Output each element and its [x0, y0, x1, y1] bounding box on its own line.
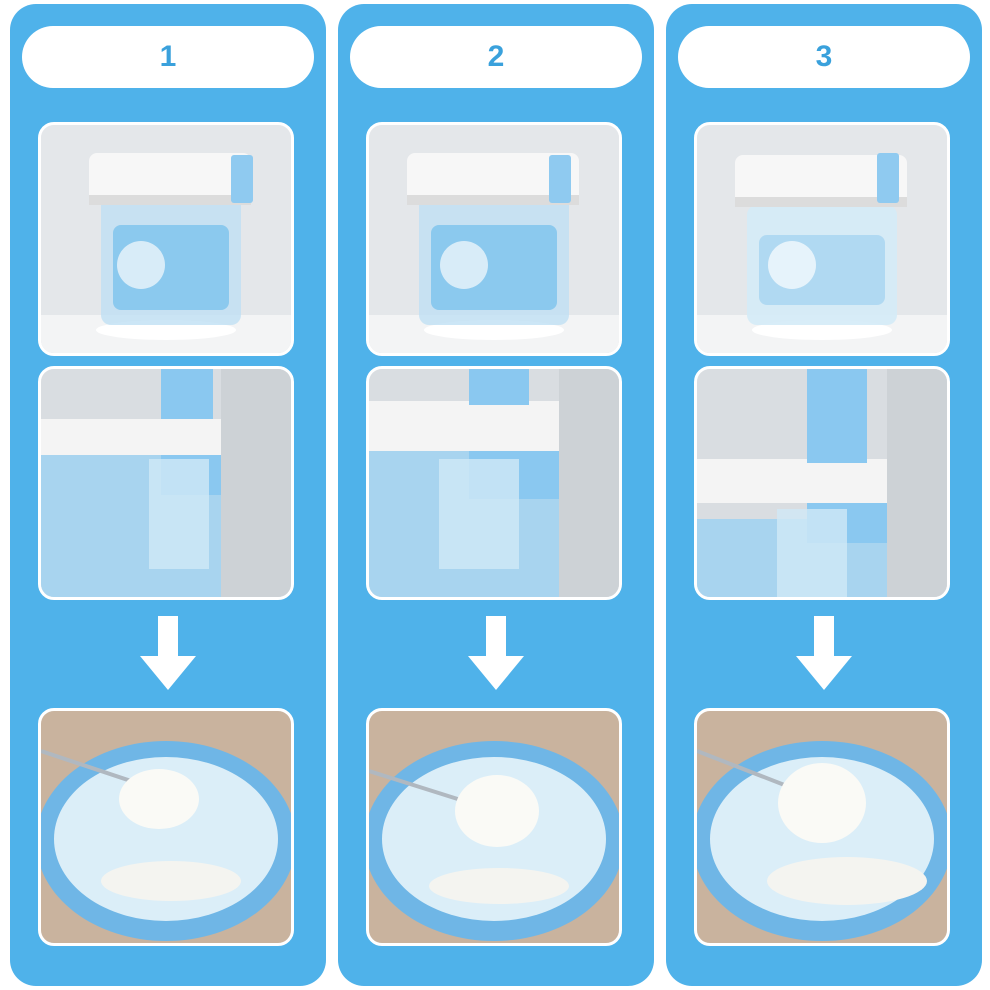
product-jar-photo [366, 122, 622, 356]
step-number: 2 [487, 40, 505, 73]
clip-closeup-photo [38, 366, 294, 600]
down-arrow-icon [794, 616, 854, 692]
yogurt-spoon-photo [38, 708, 294, 946]
yogurt-spoon-photo [366, 708, 622, 946]
step-number: 3 [815, 40, 833, 73]
step-panel-1: 1 [10, 4, 326, 986]
step-number-badge: 2 [350, 26, 642, 88]
product-jar-photo [694, 122, 950, 356]
step-number-badge: 1 [22, 26, 314, 88]
step-number: 1 [159, 40, 177, 73]
clip-closeup-photo [694, 366, 950, 600]
product-jar-photo [38, 122, 294, 356]
yogurt-spoon-photo [694, 708, 950, 946]
down-arrow-icon [138, 616, 198, 692]
step-panel-3: 3 [666, 4, 982, 986]
step-number-badge: 3 [678, 26, 970, 88]
step-panel-2: 2 [338, 4, 654, 986]
down-arrow-icon [466, 616, 526, 692]
clip-closeup-photo [366, 366, 622, 600]
